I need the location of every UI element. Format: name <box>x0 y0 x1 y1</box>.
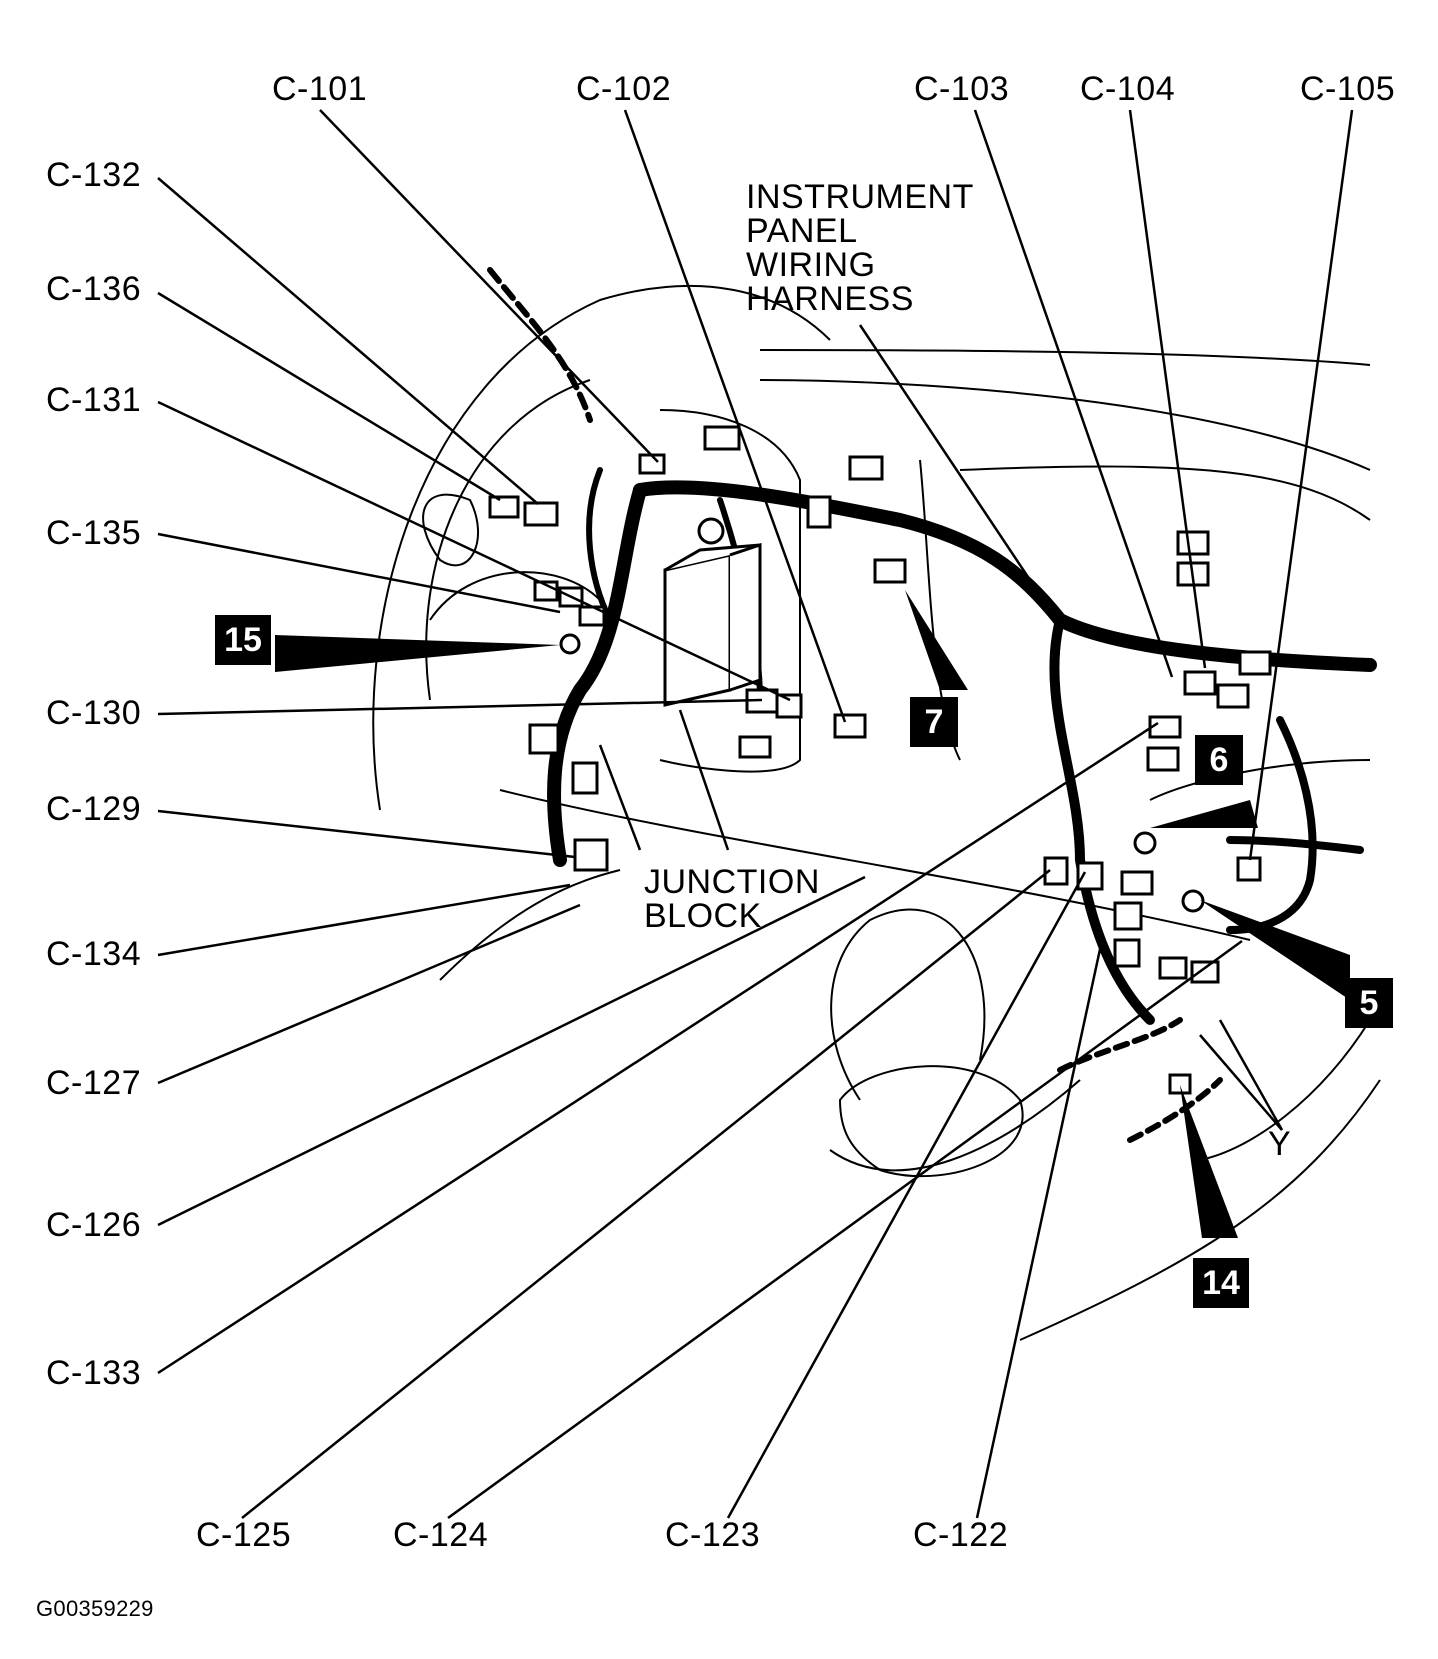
connector-label-c125: C-125 <box>196 1516 292 1554</box>
junction-block-callout: JUNCTION BLOCK <box>644 863 820 935</box>
junction-block-shape <box>663 542 762 707</box>
connector-label-c135: C-135 <box>46 514 142 552</box>
connector-label-c104: C-104 <box>1080 70 1176 108</box>
connector-label-c101: C-101 <box>272 70 368 108</box>
dashboard-outline <box>372 284 1381 1341</box>
badge-14: 14 <box>1193 1258 1249 1308</box>
harness-callout: INSTRUMENT PANEL WIRING HARNESS <box>746 178 974 318</box>
connector-shapes <box>488 425 1272 1095</box>
connector-label-c127: C-127 <box>46 1064 142 1102</box>
connector-label-c134: C-134 <box>46 935 142 973</box>
badge-5: 5 <box>1345 978 1393 1028</box>
connector-label-c126: C-126 <box>46 1206 142 1244</box>
connector-label-c131: C-131 <box>46 381 142 419</box>
connector-label-c105: C-105 <box>1300 70 1396 108</box>
connector-label-c136: C-136 <box>46 270 142 308</box>
connector-label-c129: C-129 <box>46 790 142 828</box>
badge-7: 7 <box>910 697 958 747</box>
ground-eyelets <box>559 517 1205 913</box>
connector-label-c103: C-103 <box>914 70 1010 108</box>
connector-label-c122: C-122 <box>913 1516 1009 1554</box>
connector-label-c124: C-124 <box>393 1516 489 1554</box>
connector-label-c130: C-130 <box>46 694 142 732</box>
figure-id: G00359229 <box>36 1596 154 1621</box>
badge-15: 15 <box>215 615 271 665</box>
badge-6: 6 <box>1195 735 1243 785</box>
connector-label-c132: C-132 <box>46 156 142 194</box>
connector-label-c123: C-123 <box>665 1516 761 1554</box>
connector-label-c102: C-102 <box>576 70 672 108</box>
connector-label-c133: C-133 <box>46 1354 142 1392</box>
badge-pointers <box>275 590 1350 1238</box>
leader-lines <box>157 109 1354 1520</box>
y-callout: Y <box>1268 1125 1292 1163</box>
